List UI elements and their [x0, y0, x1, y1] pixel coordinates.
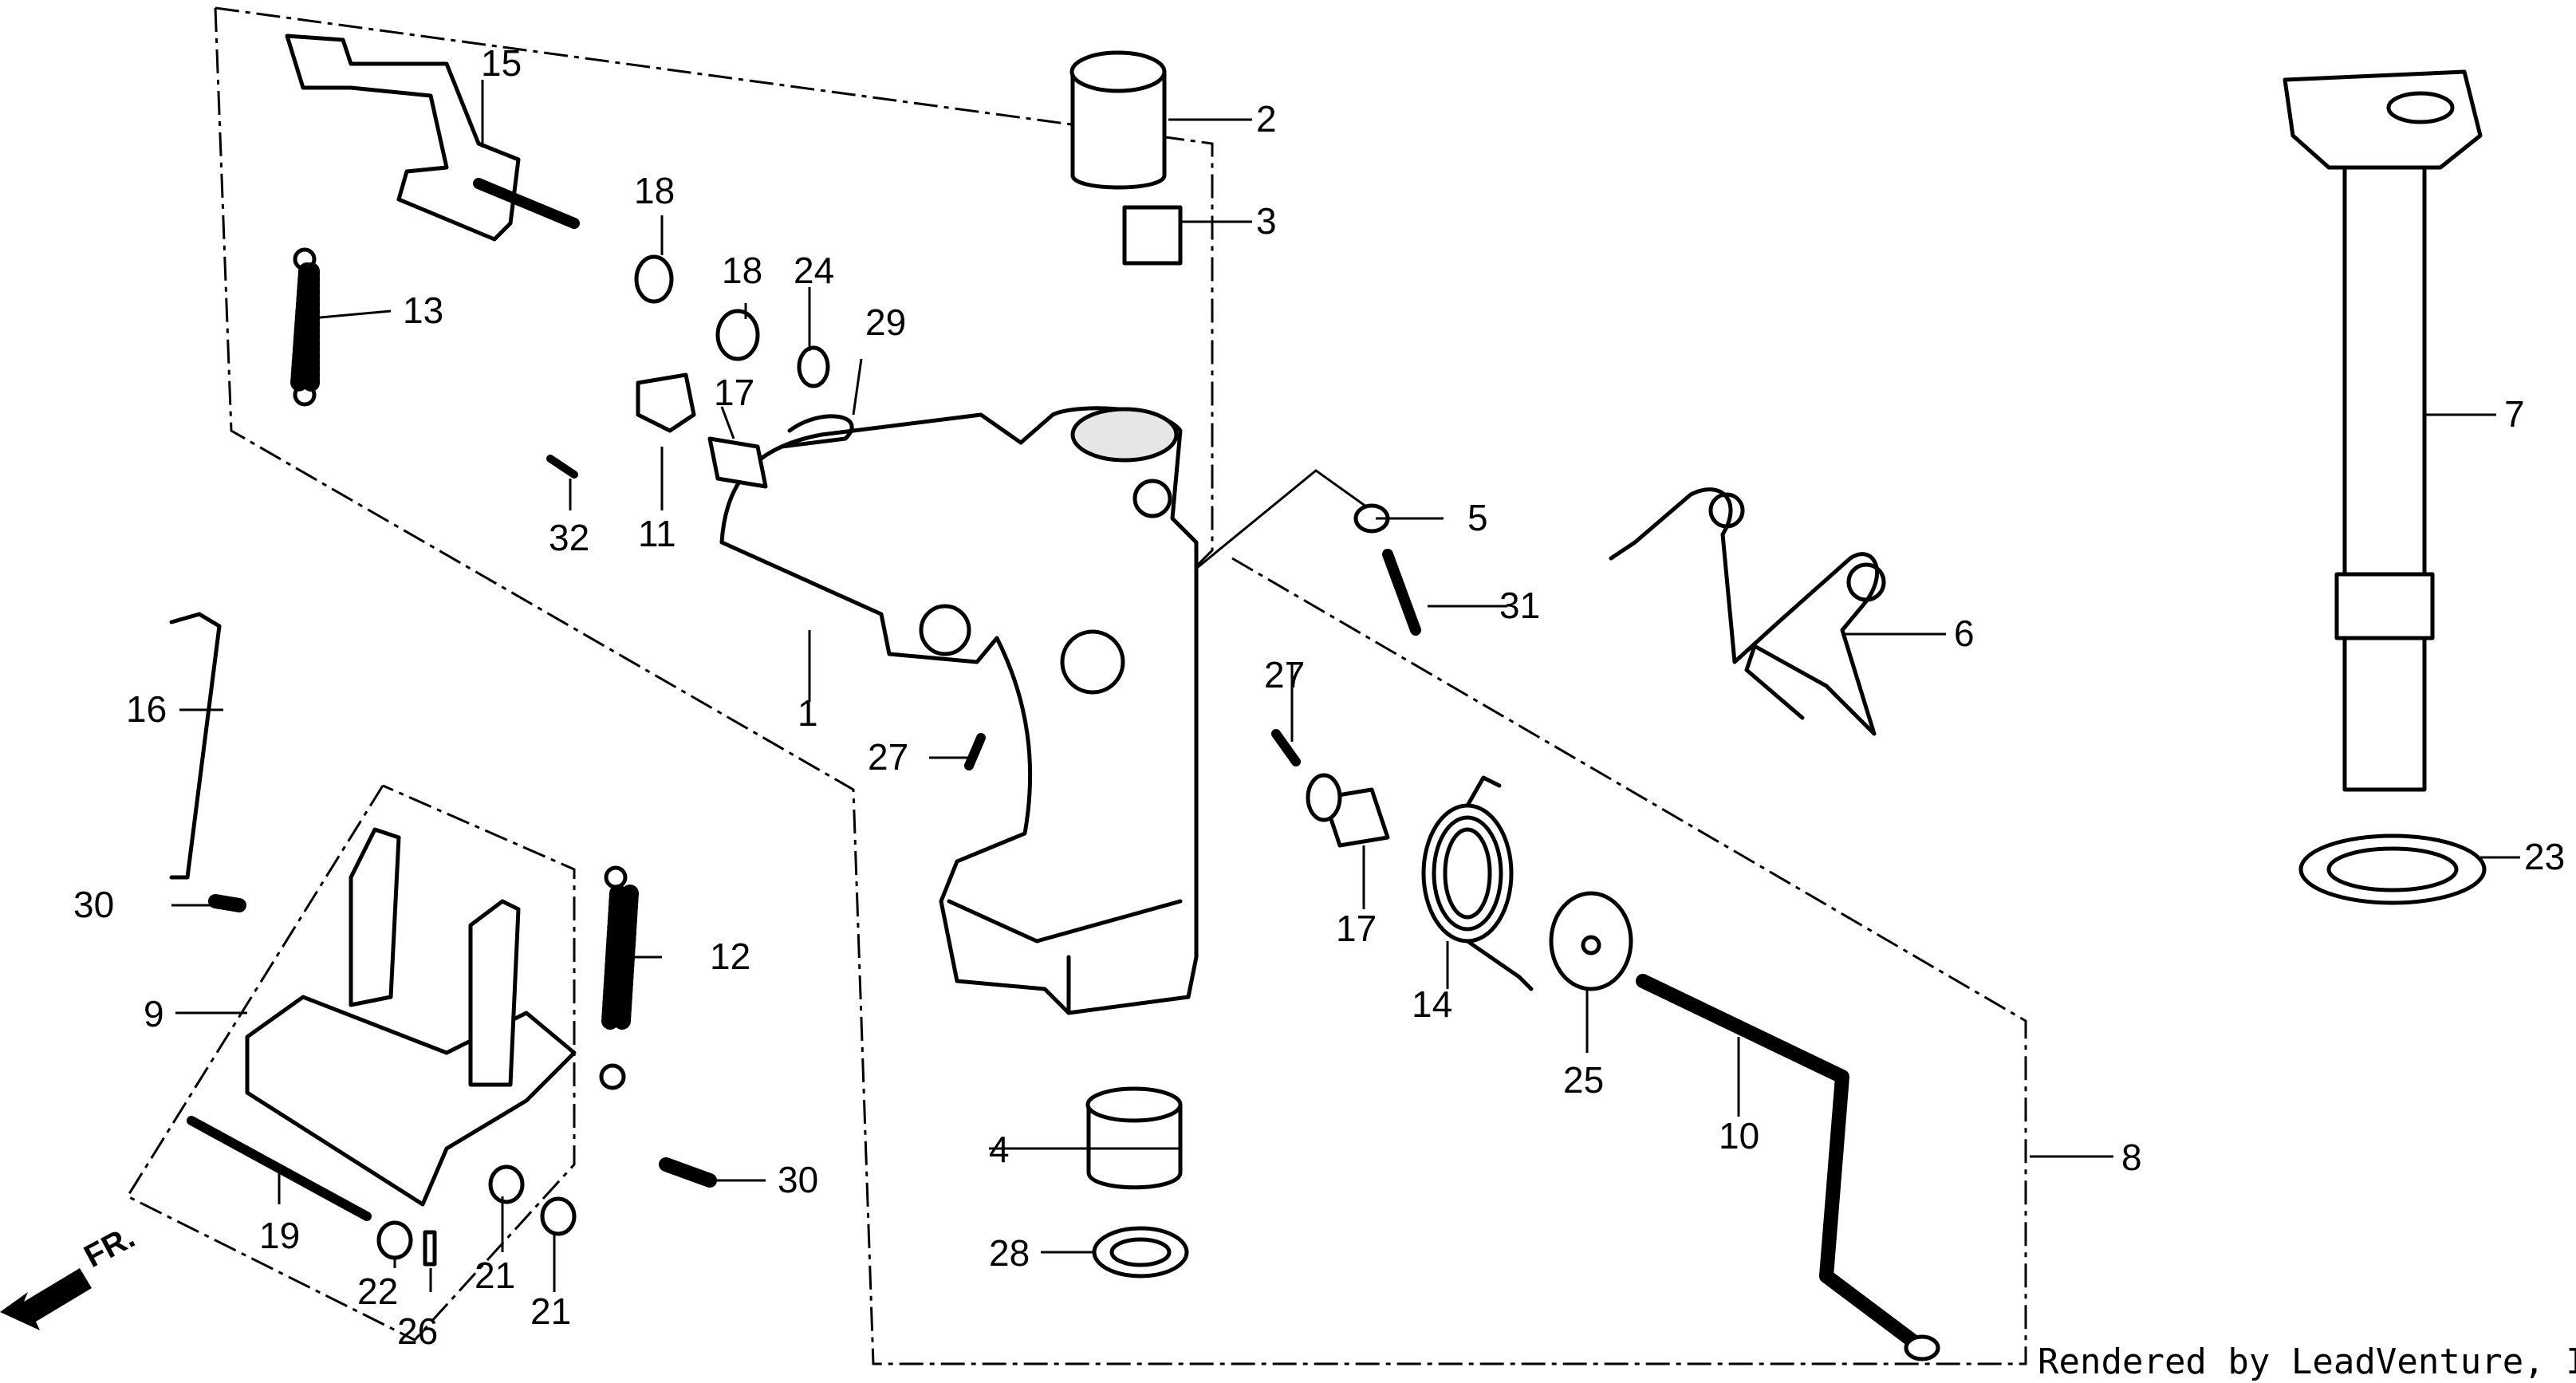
callout-13: 13 — [403, 290, 443, 331]
callout-21b: 21 — [530, 1290, 571, 1332]
callout-6: 6 — [1954, 613, 1975, 654]
callout-30b: 30 — [778, 1159, 818, 1200]
callout-31: 31 — [1499, 585, 1540, 626]
lower-bushing — [1085, 1086, 1189, 1279]
callout-27a: 27 — [868, 736, 908, 778]
credit-text: Rendered by LeadVenture, Inc. — [2038, 1342, 2576, 1382]
callout-21a: 21 — [475, 1255, 515, 1296]
callout-27b: 27 — [1264, 654, 1305, 695]
callout-1: 1 — [798, 692, 818, 734]
collars — [707, 436, 1390, 848]
wire-spring — [1609, 487, 1886, 736]
callout-labels: 1 2 3 4 5 6 7 8 9 10 11 12 13 14 15 16 1… — [73, 42, 2565, 1352]
tilt-rod — [1636, 974, 1940, 1361]
callout-16: 16 — [126, 688, 167, 730]
washer-25 — [1549, 891, 1633, 991]
callout-26: 26 — [397, 1310, 438, 1352]
callout-10: 10 — [1719, 1115, 1759, 1156]
callout-24: 24 — [794, 250, 834, 291]
callout-3: 3 — [1256, 200, 1277, 242]
upper-bushing — [1069, 50, 1183, 266]
swivel-shaft — [2283, 69, 2487, 905]
coil-springs — [290, 247, 639, 1090]
pin-19 — [187, 1116, 372, 1221]
callout-5: 5 — [1467, 497, 1488, 538]
callout-12: 12 — [710, 936, 750, 977]
callout-18a: 18 — [634, 170, 675, 211]
callout-32: 32 — [549, 517, 589, 558]
direction-label: FR. — [79, 1219, 141, 1275]
callout-28: 28 — [989, 1232, 1030, 1274]
callout-7: 7 — [2504, 393, 2525, 435]
callout-4: 4 — [989, 1129, 1010, 1170]
callout-17b: 17 — [1336, 908, 1377, 949]
swivel-case — [719, 406, 1199, 1015]
callout-30a: 30 — [73, 884, 114, 925]
bracket-9 — [245, 827, 577, 1207]
front-direction-arrow: FR. — [0, 1219, 140, 1330]
callout-2: 2 — [1256, 98, 1277, 140]
callout-29: 29 — [865, 301, 906, 343]
hardware — [208, 254, 1421, 1267]
callout-9: 9 — [144, 993, 164, 1034]
callout-11: 11 — [638, 513, 676, 554]
callout-23: 23 — [2524, 836, 2565, 877]
callout-18b: 18 — [722, 250, 762, 291]
callout-8: 8 — [2121, 1137, 2142, 1178]
wire-link-16 — [169, 612, 222, 880]
callout-19: 19 — [259, 1215, 300, 1256]
callout-15: 15 — [481, 42, 522, 84]
lever-15 — [285, 33, 580, 242]
callout-14: 14 — [1412, 983, 1452, 1025]
torsion-spring — [1421, 775, 1534, 991]
callout-22: 22 — [357, 1271, 398, 1312]
callout-17a: 17 — [714, 372, 754, 413]
leader-lines — [171, 80, 2520, 1292]
callout-25: 25 — [1563, 1059, 1604, 1101]
